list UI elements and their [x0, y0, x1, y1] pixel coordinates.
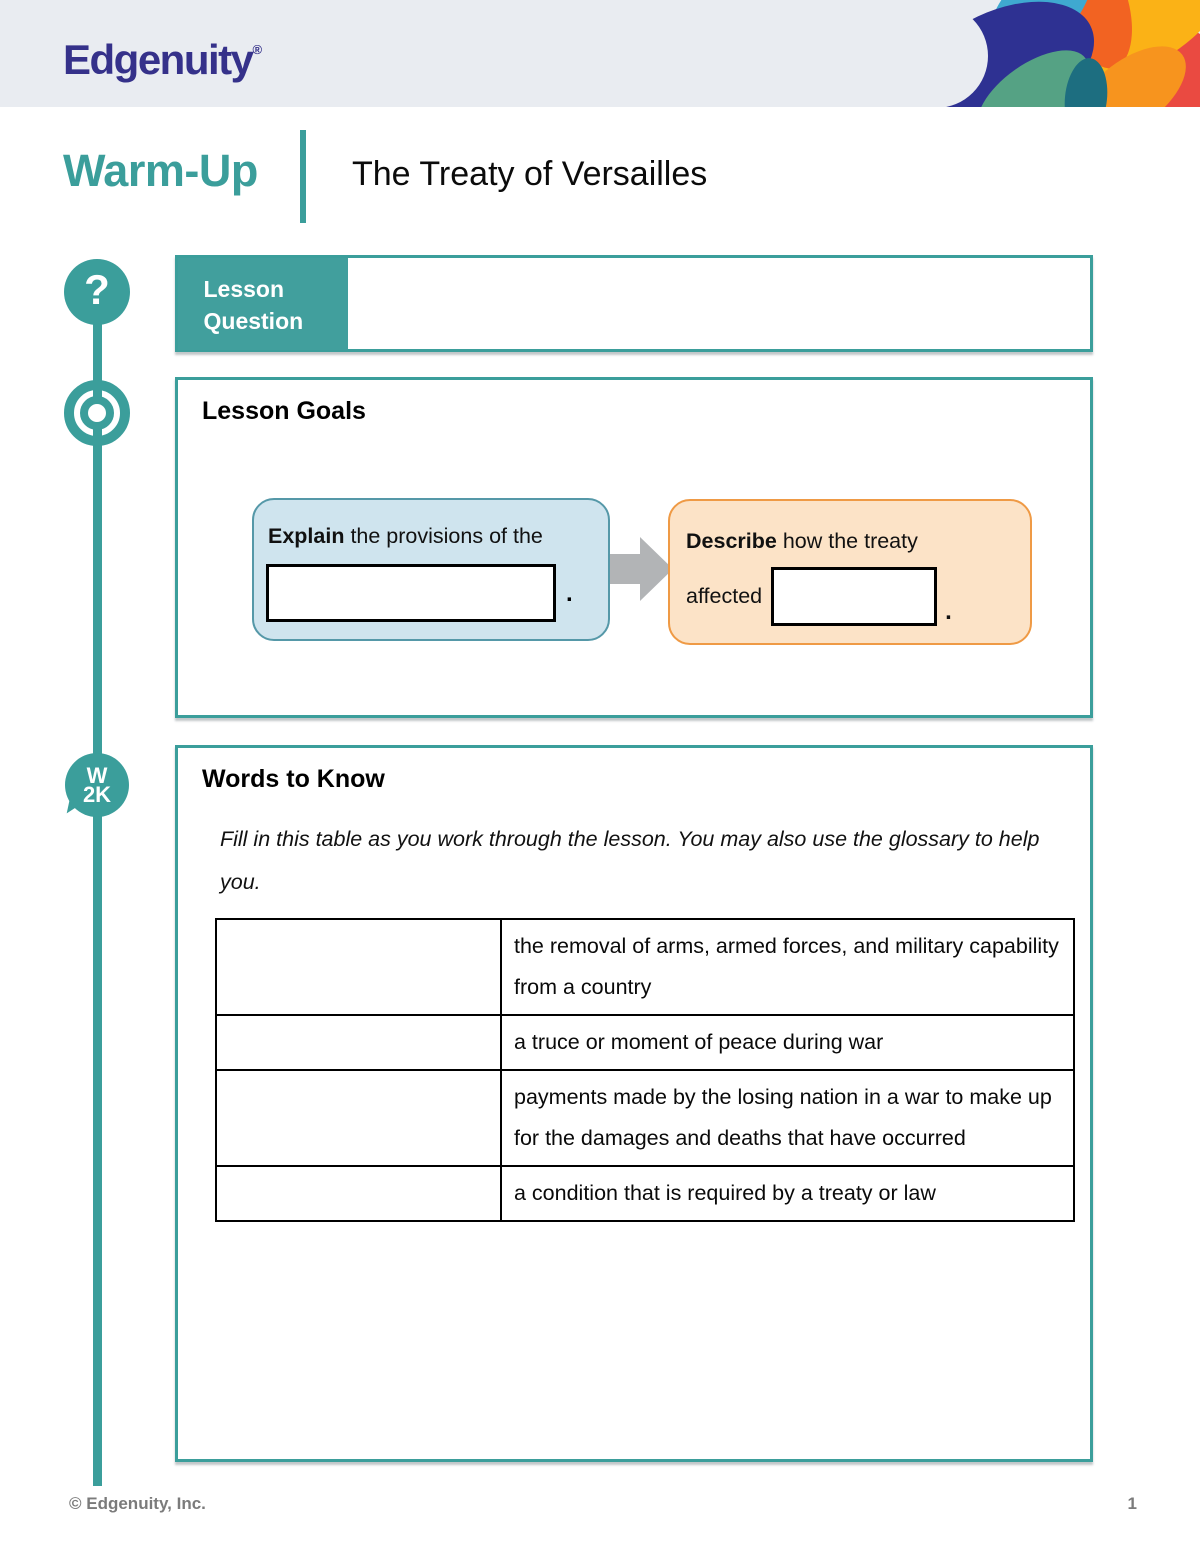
lesson-goals-box: Lesson Goals Explain the provisions of t… [175, 377, 1093, 718]
table-row: a condition that is required by a treaty… [215, 1165, 1075, 1222]
words-to-know-heading: Words to Know [202, 765, 385, 793]
table-row: a truce or moment of peace during war [215, 1014, 1075, 1071]
goal-describe-text: Describe how the treaty [686, 529, 918, 554]
goal-explain-period: . [566, 580, 573, 607]
goal-explain-card: Explain the provisions of the . [252, 498, 610, 641]
words-to-know-table: the removal of arms, armed forces, and m… [215, 918, 1075, 1222]
goal-describe-rest: how the treaty [776, 529, 918, 553]
term-cell[interactable] [215, 1014, 502, 1071]
table-row: the removal of arms, armed forces, and m… [215, 918, 1075, 1016]
lesson-question-label-line1: Lesson [203, 275, 285, 302]
page-title: The Treaty of Versailles [352, 155, 708, 193]
table-row: payments made by the losing nation in a … [215, 1069, 1075, 1167]
page-number: 1 [1127, 1494, 1137, 1513]
words-to-know-instructions: Fill in this table as you work through t… [220, 827, 1040, 894]
goal-explain-text: Explain the provisions of the [268, 524, 543, 549]
goal-explain-rest: the provisions of the [344, 524, 543, 548]
w2k-line1: W [86, 763, 108, 788]
goal-describe-period: . [945, 598, 952, 625]
goal-explain-blank[interactable] [266, 564, 556, 622]
timeline-rail [93, 292, 102, 1486]
goal-describe-row2: affected . [686, 567, 952, 626]
w2k-bubble-tail [66, 799, 84, 817]
lesson-question-answer-area[interactable] [348, 258, 1090, 349]
definition-cell: the removal of arms, armed forces, and m… [500, 918, 1075, 1016]
edgenuity-logo: Edgenuity® [63, 36, 262, 84]
definition-cell: a condition that is required by a treaty… [500, 1165, 1075, 1222]
words-to-know-icon: W 2K [65, 753, 129, 817]
definition-cell: payments made by the losing nation in a … [500, 1069, 1075, 1167]
footer-copyright: © Edgenuity, Inc. [69, 1494, 206, 1513]
goal-describe-blank[interactable] [771, 567, 938, 626]
definition-cell: a truce or moment of peace during war [500, 1014, 1075, 1071]
term-cell[interactable] [215, 918, 502, 1016]
term-cell[interactable] [215, 1165, 502, 1222]
title-divider [300, 130, 306, 223]
term-cell[interactable] [215, 1069, 502, 1167]
edgenuity-logo-text: Edgenuity [63, 36, 254, 83]
arrow-right-icon [606, 537, 673, 601]
goal-describe-line2-text: affected [686, 584, 763, 608]
goal-describe-card: Describe how the treaty affected . [668, 499, 1032, 645]
w2k-line2: 2K [82, 782, 112, 807]
question-icon-glyph: ? [84, 266, 110, 313]
lesson-goals-heading: Lesson Goals [202, 397, 366, 425]
question-icon: ? [64, 259, 130, 325]
registered-mark: ® [252, 42, 263, 57]
section-title: Warm-Up [63, 145, 258, 196]
lesson-question-label: Lesson Question [177, 257, 348, 350]
words-to-know-box: Words to Know Fill in this table as you … [175, 745, 1093, 1462]
goal-describe-lead: Describe [686, 529, 777, 553]
header-band: Edgenuity® [0, 0, 1200, 107]
pinwheel-logo-icon [930, 0, 1200, 107]
goal-explain-lead: Explain [268, 524, 345, 548]
lesson-question-box: Lesson Question [175, 255, 1093, 352]
target-icon [64, 380, 130, 446]
lesson-question-label-line2: Question [203, 307, 304, 334]
w2k-bubble: W 2K [65, 753, 129, 817]
